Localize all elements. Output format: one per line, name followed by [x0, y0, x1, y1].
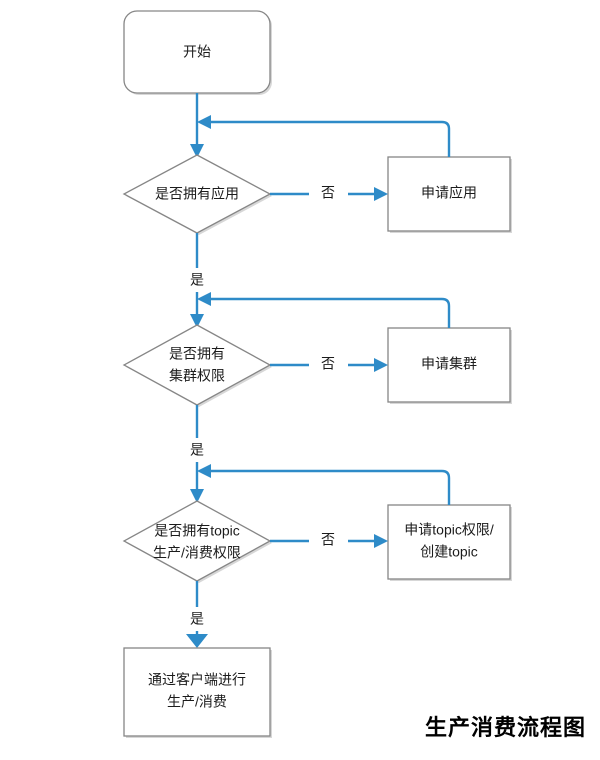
diagram-title: 生产消费流程图 — [424, 715, 586, 740]
edge-no-cluster: 否 — [270, 356, 388, 372]
edge-loopback-cluster — [197, 292, 451, 328]
node-action-app-label: 申请应用 — [421, 185, 477, 201]
edge-label-no-app: 否 — [321, 185, 335, 201]
node-decision-cluster-label-1: 是否拥有 — [169, 346, 225, 362]
edge-yes-app: 是 — [190, 233, 204, 328]
node-decision-app[interactable]: 是否拥有应用 — [122, 154, 272, 235]
edge-label-yes-app: 是 — [190, 272, 204, 288]
node-decision-topic[interactable]: 是否拥有topic 生产/消费权限 — [122, 500, 272, 583]
node-decision-topic-label-2: 生产/消费权限 — [153, 545, 241, 561]
node-end-label-1: 通过客户端进行 — [148, 672, 246, 688]
node-action-topic-label-2: 创建topic — [420, 544, 478, 560]
node-decision-cluster[interactable]: 是否拥有 集群权限 — [122, 324, 272, 407]
node-action-app[interactable]: 申请应用 — [387, 156, 512, 233]
node-decision-app-label: 是否拥有应用 — [155, 186, 239, 202]
edge-start-to-decision-app — [190, 93, 204, 158]
edge-label-yes-cluster: 是 — [190, 442, 204, 458]
node-start-label: 开始 — [183, 44, 211, 60]
edge-yes-topic: 是 — [186, 581, 208, 648]
node-decision-cluster-label-2: 集群权限 — [169, 368, 225, 384]
edge-loopback-app — [197, 115, 451, 157]
node-action-topic[interactable]: 申请topic权限/ 创建topic — [387, 504, 512, 581]
edge-loopback-topic — [197, 464, 451, 505]
edge-label-no-topic: 否 — [321, 532, 335, 548]
edge-no-app: 否 — [270, 185, 388, 201]
node-action-cluster[interactable]: 申请集群 — [387, 327, 512, 404]
node-action-cluster-label: 申请集群 — [421, 356, 477, 372]
edge-yes-cluster: 是 — [190, 405, 204, 503]
node-end-label-2: 生产/消费 — [167, 694, 227, 710]
node-decision-topic-label-1: 是否拥有topic — [154, 523, 240, 539]
node-action-topic-label-1: 申请topic权限/ — [404, 522, 494, 538]
edge-no-topic: 否 — [270, 532, 388, 548]
edge-label-yes-topic: 是 — [190, 611, 204, 627]
node-end[interactable]: 通过客户端进行 生产/消费 — [123, 647, 272, 738]
edge-label-no-cluster: 否 — [321, 356, 335, 372]
node-start[interactable]: 开始 — [123, 10, 272, 95]
